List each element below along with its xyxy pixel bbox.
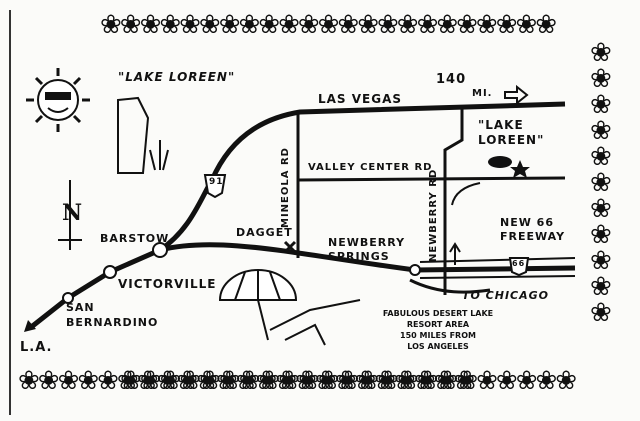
label-mineola-rd: MINEOLA RD [280,147,291,228]
sun-icon [26,68,90,132]
label-newberry-springs: NEWBERRY SPRINGS [328,236,406,263]
statue-icon [117,96,169,174]
compass-north: N [62,200,84,226]
arrow-right-icon [504,84,529,106]
arrow-icon [449,242,461,265]
road-valley-center [297,176,566,182]
label-san-bernardino: SAN BERNARDINO [66,301,159,329]
route-91-shield-icon [203,174,227,199]
label-lake-loreen: "LAKE LOREEN" [478,118,545,147]
road-freeway [419,257,576,279]
route-66-shield-icon [508,257,530,277]
flower-border-bottom: ❀❀❀❀❀❀❀❀❀❀❀❀❀❀❀❀❀❀❀❀❀❀❀ [18,366,475,396]
caption-line: RESORT AREA [406,320,470,329]
label-barstow: BARSTOW [100,232,170,245]
caption-line: LOS ANGELES [407,342,469,351]
caption-line: 150 MILES FROM [400,331,476,340]
route-91-label: 91 [209,177,224,187]
arrow-icon [451,182,481,206]
route-66-label: 66 [512,259,526,268]
caption-line: FABULOUS DESERT LAKE [382,309,494,318]
label-dagget: DAGGET [236,226,293,239]
compass-icon [58,180,82,250]
flower-border-right: ❀❀❀❀❀❀❀❀❀❀❀ [590,38,612,328]
label-to-chicago: TO CHICAGO [462,289,550,302]
dagget-marker-icon [283,240,297,254]
label-la: L.A. [20,340,53,355]
flower-border-bottom-2: ❀❀❀❀❀❀❀❀❀❀❀❀❀❀❀❀❀❀❀❀❀❀❀ [120,366,577,396]
label-newberry-rd: NEWBERRY RD [428,168,439,262]
flower-border-top: ❀❀❀❀❀❀❀❀❀❀❀❀❀❀❀❀❀❀❀❀❀❀❀ [100,10,557,40]
town-markers [62,242,421,304]
label-valley-center-rd: VALLEY CENTER RD [308,162,433,173]
la-arrow-icon [24,320,36,332]
label-victorville: VICTORVILLE [118,277,217,291]
label-new-66-freeway: NEW 66 FREEWAY [500,216,566,243]
distance-value: 140 [436,72,467,87]
caption: FABULOUS DESERT LAKE RESORT AREA 150 MIL… [368,308,508,352]
lake-icon [488,156,530,178]
road-to-chicago [409,278,491,294]
distance-unit: MI. [472,88,493,99]
road-newberry [443,108,464,295]
road-route-66 [159,242,576,273]
bather-umbrella-icon [218,269,361,346]
label-las-vegas: LAS VEGAS [318,92,403,106]
map-title: "LAKE LOREEN" [118,70,236,84]
